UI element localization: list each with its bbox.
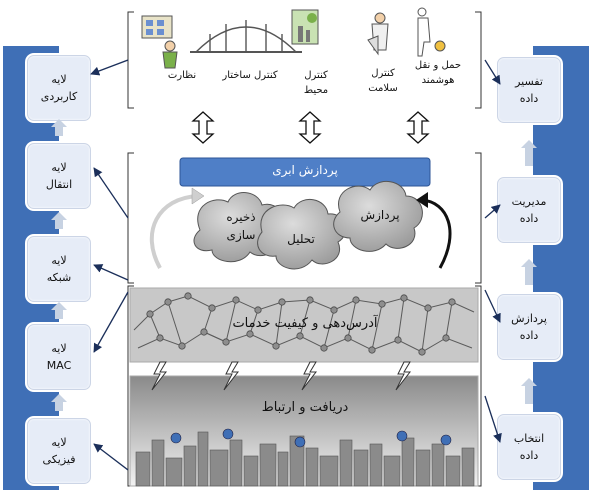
label-environment-control: کنترل محیط: [296, 68, 336, 98]
layer-label: لایه: [51, 161, 67, 174]
cloud-storage-line1: ذخیره: [226, 210, 256, 224]
environment-illustration: [291, 9, 319, 45]
layer-label: لایه: [51, 254, 67, 267]
layer-network-box: لایه شبکه: [27, 236, 91, 302]
network-band-label: آدرس‌دهی و کیفیت خدمات: [232, 316, 378, 331]
label-transport-line1: حمل و نقل: [414, 60, 462, 71]
step-name: داده: [519, 329, 539, 342]
layer-transport-box: لایه انتقال: [27, 143, 91, 209]
label-environment-line1: کنترل: [304, 70, 328, 81]
transport-illustration: [417, 7, 446, 57]
layer-application-box: لایه کاربردی: [27, 55, 91, 121]
label-health-line1: کنترل: [371, 68, 395, 79]
step-management-box: مدیریت داده: [497, 177, 561, 243]
cloud-storage-line2: سازی: [226, 228, 256, 242]
step-label: پردازش: [511, 312, 547, 325]
step-label: تفسیر: [515, 75, 543, 88]
layer-label: لایه: [51, 436, 67, 449]
step-selection-box: انتخاب داده: [497, 414, 561, 480]
bidirectional-arrows: [191, 111, 430, 144]
cloud-processing-label: پردازش ابری: [272, 163, 338, 177]
sensing-band-label: دریافت و ارتباط: [261, 400, 349, 415]
layer-label: لایه: [51, 73, 67, 86]
step-label: انتخاب: [513, 432, 545, 445]
cloud-storage-label: ذخیره سازی: [216, 208, 266, 244]
step-name: داده: [519, 92, 539, 105]
lightning-bolts: [151, 361, 412, 391]
sensor-antennas: [170, 428, 452, 448]
step-processing-box: پردازش داده: [497, 294, 561, 360]
left-curved-arrow: [149, 194, 199, 269]
cloud-cluster: [193, 181, 423, 270]
health-illustration: [367, 12, 389, 56]
layer-name: فیزیکی: [42, 453, 76, 466]
cloud-analysis-label: تحلیل: [287, 232, 315, 246]
bridge-illustration: [190, 20, 302, 53]
layer-name: MAC: [46, 359, 72, 372]
label-structure-control: کنترل ساختار: [222, 70, 278, 81]
label-monitoring: نظارت: [167, 70, 197, 81]
label-health-line2: سلامت: [368, 83, 398, 94]
label-smart-transport: حمل و نقل هوشمند: [412, 58, 464, 88]
label-transport-line2: هوشمند: [421, 75, 455, 86]
layer-label: لایه: [51, 342, 67, 355]
layer-physical-box: لایه فیزیکی: [27, 418, 91, 484]
layer-name: شبکه: [46, 271, 72, 284]
network-nodes: [146, 292, 456, 356]
layer-mac-box: لایه MAC: [27, 324, 91, 390]
left-connectors: [90, 59, 129, 471]
right-connectors: [484, 59, 502, 443]
city-skyline: [135, 431, 475, 487]
layer-name: کاربردی: [40, 90, 78, 103]
right-curved-arrow: [421, 198, 452, 269]
cloud-processing-bar: [179, 157, 431, 187]
cloud-processing-text: پردازش: [360, 208, 400, 222]
label-environment-line2: محیط: [303, 85, 329, 96]
monitoring-illustration: [141, 15, 178, 69]
label-health-control: کنترل سلامت: [363, 66, 403, 96]
step-name: داده: [519, 212, 539, 225]
step-interpretation-box: تفسیر داده: [497, 57, 561, 123]
step-label: مدیریت: [511, 195, 547, 208]
layer-name: انتقال: [45, 178, 73, 191]
step-name: داده: [519, 449, 539, 462]
